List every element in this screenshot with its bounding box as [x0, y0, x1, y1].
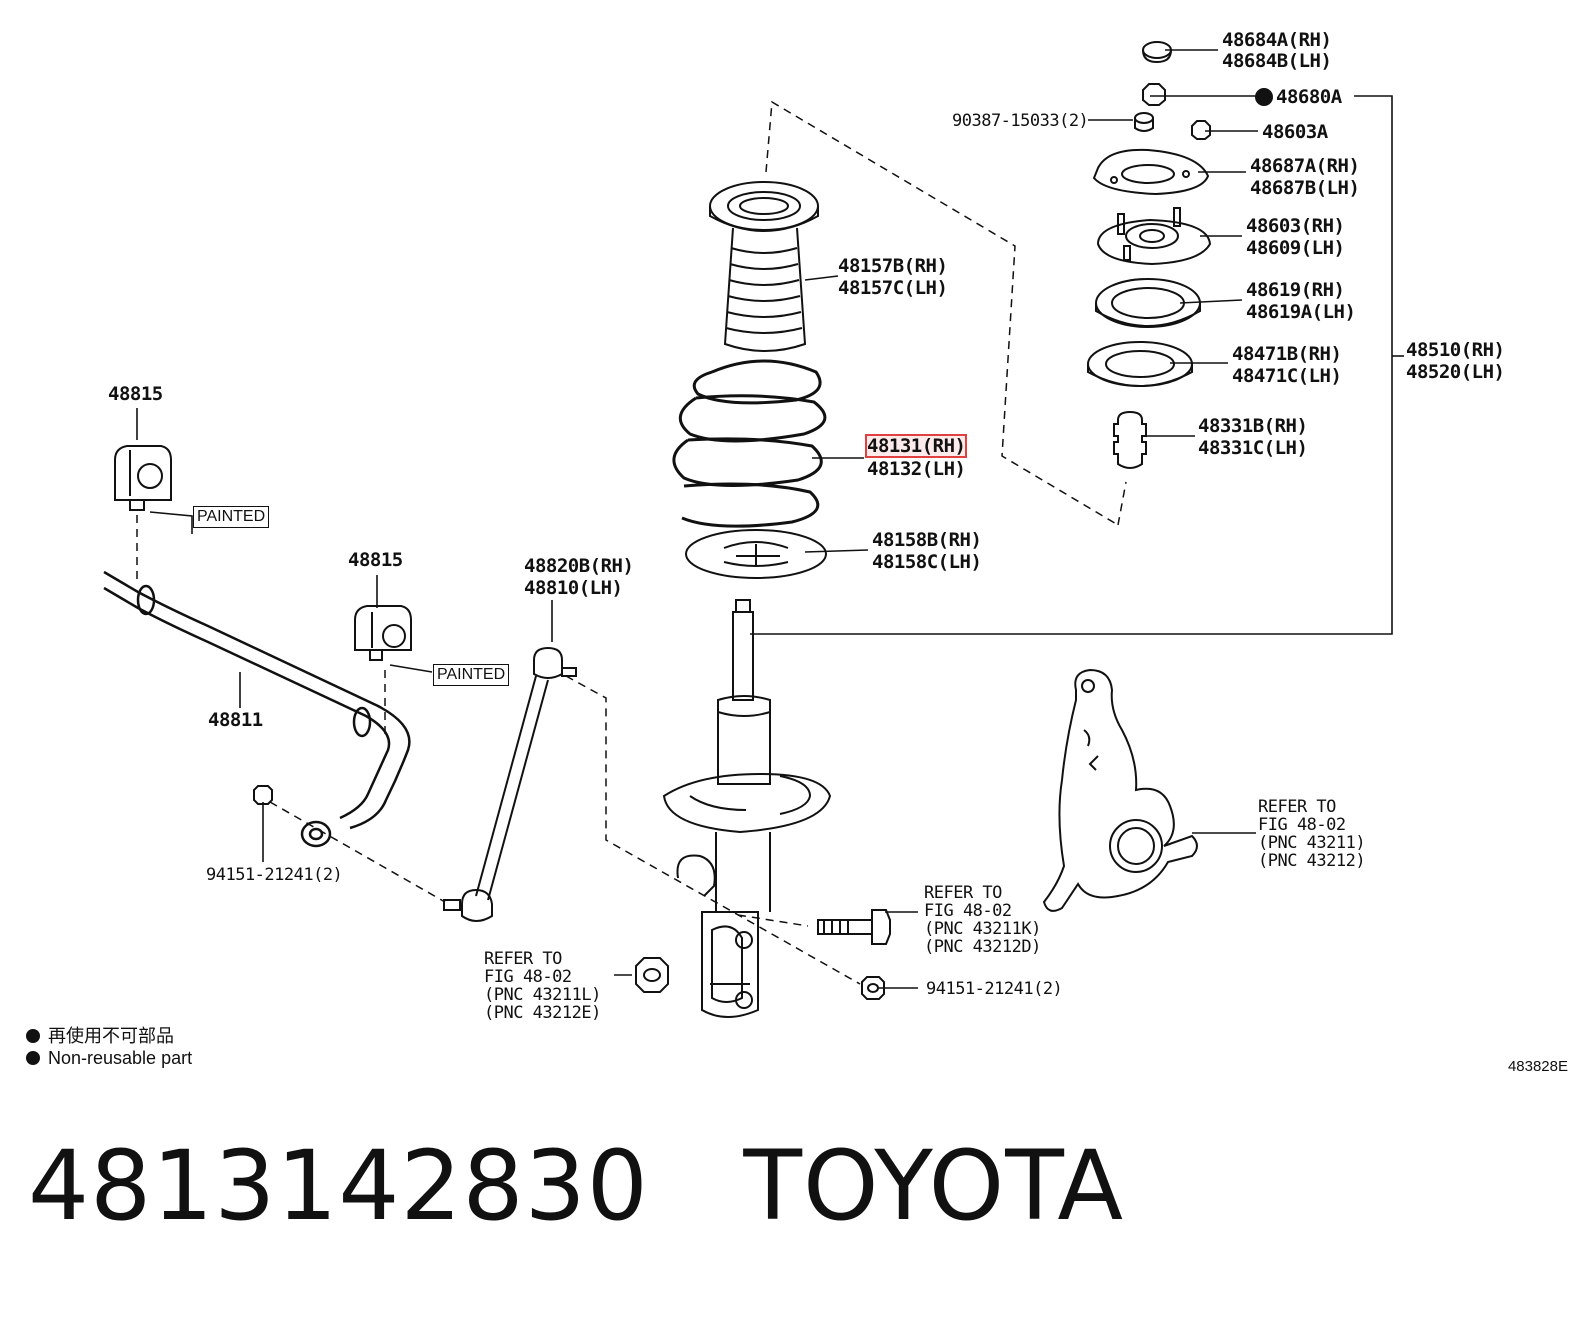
nut-icon — [1142, 83, 1166, 106]
label-insulator-rh: 48158B(RH) — [872, 529, 982, 551]
coil-spring-icon — [672, 359, 827, 528]
label-stabilizer-bar: 48811 — [208, 709, 263, 731]
label-spring-lh: 48132(LH) — [867, 458, 966, 480]
label-cap-rh: 48684A(RH) — [1222, 29, 1332, 51]
spring-insulator-icon — [685, 529, 827, 579]
non-reusable-dot-icon — [26, 1051, 40, 1065]
refer-note-bolt: REFER TO FIG 48-02 (PNC 43211K) (PNC 432… — [924, 883, 1041, 957]
small-nut-icon — [1191, 120, 1211, 140]
hex-nut-icon — [635, 957, 669, 993]
label-boot-rh: 48157B(RH) — [838, 255, 948, 277]
label-nut-a: 48680A — [1276, 86, 1342, 108]
label-bearing-lh: 48619A(LH) — [1246, 301, 1356, 323]
hex-nut-icon — [861, 976, 885, 1000]
figure-code: 483828E — [1507, 1058, 1568, 1075]
label-seat-lh: 48471C(LH) — [1232, 365, 1342, 387]
label-bushing-mid: 48815 — [348, 549, 403, 571]
stabilizer-bar-icon — [103, 570, 411, 848]
dust-boot-icon — [709, 181, 819, 352]
label-bearing-rh: 48619(RH) — [1246, 279, 1345, 301]
bushing-icon — [114, 445, 172, 511]
label-strut-lh: 48520(LH) — [1406, 361, 1505, 383]
stab-nut-icon — [253, 785, 273, 805]
label-mount-lh: 48609(LH) — [1246, 237, 1345, 259]
painted-tag: PAINTED — [433, 664, 510, 686]
label-bumper-rh: 48331B(RH) — [1198, 415, 1308, 437]
label-seat-rh: 48471B(RH) — [1232, 343, 1342, 365]
bump-stopper-icon — [1113, 410, 1147, 469]
cap-icon — [1142, 41, 1172, 64]
steering-knuckle-icon — [1042, 668, 1198, 912]
label-plate-rh: 48687A(RH) — [1250, 155, 1360, 177]
label-mount-rh: 48603(RH) — [1246, 215, 1345, 237]
legend-japanese: 再使用不可部品 — [26, 1022, 174, 1048]
label-bumper-lh: 48331C(LH) — [1198, 437, 1308, 459]
label-cap-lh: 48684B(LH) — [1222, 50, 1332, 72]
label-strut-nut: 94151-21241(2) — [926, 979, 1063, 999]
shock-absorber-icon — [662, 599, 832, 1018]
bolt-icon — [817, 909, 891, 945]
label-stab-nut: 94151-21241(2) — [206, 865, 343, 885]
spring-seat-icon — [1087, 341, 1193, 387]
label-link-lh: 48810(LH) — [524, 577, 623, 599]
refer-note-knuckle: REFER TO FIG 48-02 (PNC 43211) (PNC 4321… — [1258, 797, 1366, 871]
bushing-icon — [354, 605, 412, 661]
label-bushing-top: 48815 — [108, 383, 163, 405]
stabilizer-link-icon — [443, 646, 577, 922]
part-number-title: 4813142830 TOYOTA — [28, 1130, 1125, 1242]
non-reusable-dot-icon — [1255, 88, 1273, 106]
label-strut-rh: 48510(RH) — [1406, 339, 1505, 361]
dashed-lines — [136, 100, 1127, 985]
strut-mount-icon — [1096, 207, 1212, 266]
non-reusable-dot-icon — [26, 1029, 40, 1043]
bearing-icon — [1095, 278, 1201, 328]
label-washer: 90387-15033(2) — [952, 111, 1089, 131]
label-link-rh: 48820B(RH) — [524, 555, 634, 577]
label-spring-rh-highlighted: 48131(RH) — [864, 434, 968, 458]
painted-tag: PAINTED — [193, 506, 270, 528]
label-boot-lh: 48157C(LH) — [838, 277, 948, 299]
label-insulator-lh: 48158C(LH) — [872, 551, 982, 573]
legend-english: Non-reusable part — [26, 1048, 192, 1069]
label-plate-lh: 48687B(LH) — [1250, 177, 1360, 199]
upper-plate-icon — [1092, 148, 1210, 196]
label-nut-b: 48603A — [1262, 121, 1328, 143]
refer-note-nut: REFER TO FIG 48-02 (PNC 43211L) (PNC 432… — [484, 949, 601, 1023]
washer-icon — [1134, 112, 1154, 132]
